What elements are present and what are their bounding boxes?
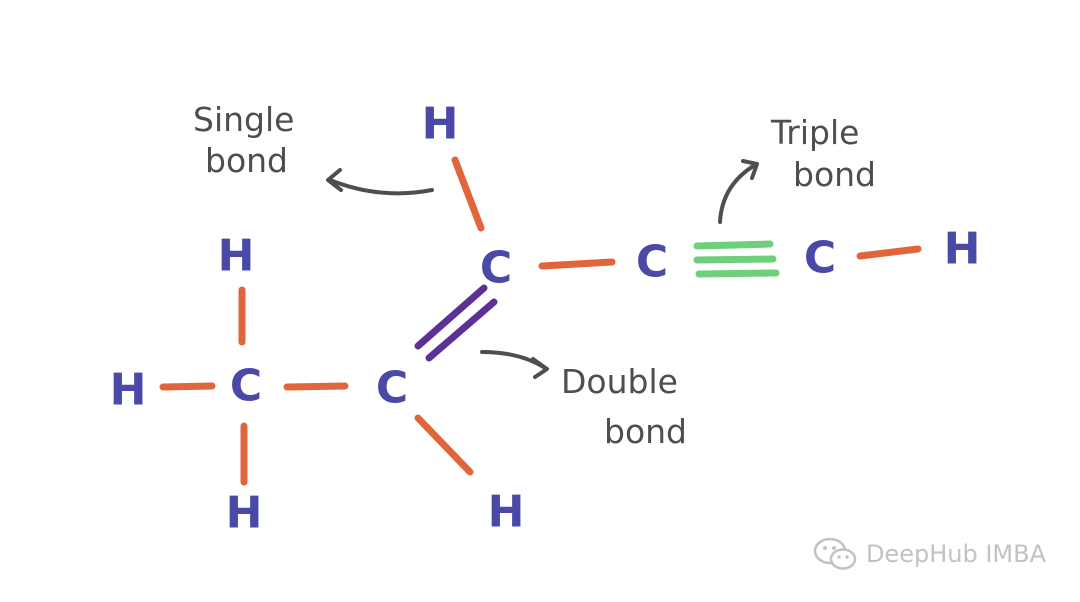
atom-h-right: H — [944, 224, 981, 275]
atom-h-top: H — [422, 99, 459, 150]
atom-h-methyl-top: H — [218, 231, 255, 282]
atom-c-methyl: C — [230, 361, 262, 412]
triple-bond-label-line1: Triple — [770, 113, 859, 152]
single-bond-arrowhead — [326, 168, 343, 192]
atom-h-bottom: H — [488, 487, 525, 538]
double-bond-line-1 — [414, 284, 488, 350]
double-bond-label-line2: bond — [604, 412, 687, 451]
single-bond-label-line2: bond — [205, 141, 288, 180]
triple-bond-line-1 — [693, 240, 774, 250]
atom-h-methyl-left: H — [110, 365, 147, 416]
atom-c-alkene: C — [376, 363, 408, 414]
atom-h-methyl-bottom: H — [226, 488, 263, 539]
single-bond-label-line1: Single — [193, 100, 294, 139]
double-bond — [414, 284, 498, 362]
triple-bond-line-2 — [693, 255, 777, 264]
single-bonds — [159, 156, 922, 486]
triple-bond-line-3 — [695, 269, 780, 278]
atom-c-center: C — [480, 243, 512, 294]
atoms: H C C C H H H C H C H — [110, 99, 981, 539]
double-bond-annotation: Double bond — [480, 350, 687, 451]
bond-c-c-chain — [538, 258, 616, 270]
bond-top-h-c — [451, 156, 485, 232]
bond-c-bottom-h — [414, 414, 474, 476]
triple-bond-annotation: Triple bond — [718, 113, 876, 224]
watermark-text: DeepHub IMBA — [865, 540, 1046, 568]
triple-bond — [693, 240, 780, 278]
single-bond-annotation: Single bond — [193, 100, 434, 196]
wechat-icon — [813, 537, 857, 570]
single-bond-arrow — [328, 178, 434, 196]
double-bond-label-line1: Double — [561, 362, 678, 401]
double-bond-arrowhead — [531, 357, 549, 379]
watermark: DeepHub IMBA — [812, 536, 1046, 572]
atom-c-triple: C — [804, 233, 836, 284]
bond-c-h-right — [856, 245, 922, 260]
double-bond-line-2 — [425, 298, 498, 362]
triple-bond-arrow — [718, 163, 757, 224]
triple-bond-label-line2: bond — [793, 155, 876, 194]
triple-bond-arrowhead — [741, 159, 759, 180]
bond-methyl-left-h — [159, 382, 216, 391]
atom-c-chain: C — [636, 237, 668, 288]
bond-methyl-c-c — [283, 382, 349, 391]
